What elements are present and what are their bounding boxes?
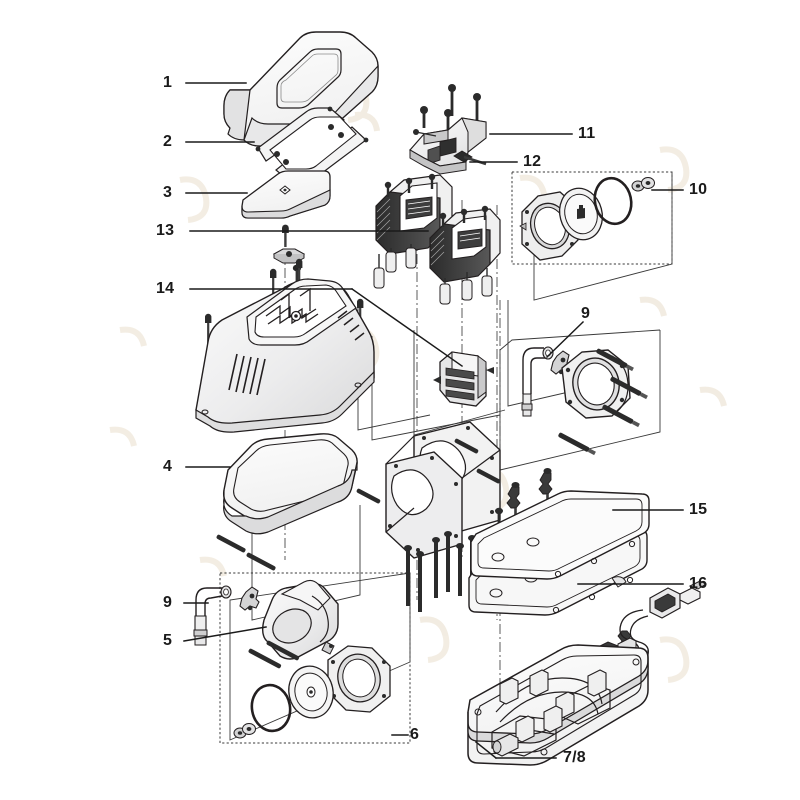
flange-6 xyxy=(327,645,391,713)
callout-label-9-left: 9 xyxy=(163,594,173,611)
part-14-terminal-block xyxy=(433,351,494,407)
callout-label-15: 15 xyxy=(689,501,708,518)
part-11-bracket xyxy=(409,84,487,175)
clamp-left xyxy=(239,586,260,611)
group-outline-polylines xyxy=(229,172,673,741)
callout-label-16: 16 xyxy=(689,575,708,592)
group-10-dotted-box xyxy=(511,171,673,265)
part-9-right-assembly xyxy=(521,346,648,456)
coil-left xyxy=(373,173,453,289)
long-bolts-right xyxy=(558,348,648,456)
callout-label-10: 10 xyxy=(689,181,708,198)
part-10-diaphragm-group xyxy=(519,176,655,261)
diaphragm-disc xyxy=(558,187,604,241)
part-5-pump-body xyxy=(193,534,339,669)
elbow-tube-right xyxy=(521,346,554,417)
leader-78b xyxy=(474,740,498,760)
callout-label-13: 13 xyxy=(156,222,175,239)
diaphragm-disc-6 xyxy=(288,665,334,719)
elbow-tube-left xyxy=(193,585,232,646)
callout-leader-lines xyxy=(183,82,684,760)
callout-label-2: 2 xyxy=(163,133,173,150)
group-9r-outline xyxy=(507,300,587,407)
callout-label-5: 5 xyxy=(163,632,173,649)
group-9-outline xyxy=(499,329,661,471)
leader-9-right xyxy=(545,320,585,359)
part-16-gasket-plates xyxy=(468,490,650,616)
nut-washer xyxy=(631,177,655,192)
o-ring xyxy=(593,176,633,226)
part-3-plate xyxy=(241,170,331,219)
callout-label-4: 4 xyxy=(163,458,173,475)
callout-label-6: 6 xyxy=(410,726,420,743)
leader-14b xyxy=(350,287,464,368)
part-14-housing xyxy=(195,258,375,433)
part-4-base-tray xyxy=(222,433,358,535)
part-6-diaphragm-group xyxy=(233,645,391,739)
group-mid-outline xyxy=(413,330,506,436)
center-frame-plates xyxy=(356,421,501,612)
callout-label-11: 11 xyxy=(578,125,596,142)
nut-washer-6 xyxy=(233,723,256,739)
part-12-screw xyxy=(453,150,487,166)
callout-label-14: 14 xyxy=(156,280,175,297)
callout-label-1: 1 xyxy=(163,74,173,91)
callout-label-7-8: 7/8 xyxy=(563,749,586,766)
pump-flange-right xyxy=(561,349,631,419)
leader-5 xyxy=(183,626,267,642)
part-13-coil-assemblies xyxy=(373,173,501,305)
callout-label-12: 12 xyxy=(523,153,542,170)
plug xyxy=(649,580,708,619)
callout-label-3: 3 xyxy=(163,184,173,201)
part-7-8-bottom-case xyxy=(467,644,649,766)
coil-right xyxy=(429,205,501,305)
o-ring-6 xyxy=(250,683,292,733)
outlet-nipple xyxy=(492,733,519,757)
group-10-outline xyxy=(533,172,673,301)
callout-label-9-right: 9 xyxy=(581,305,591,322)
